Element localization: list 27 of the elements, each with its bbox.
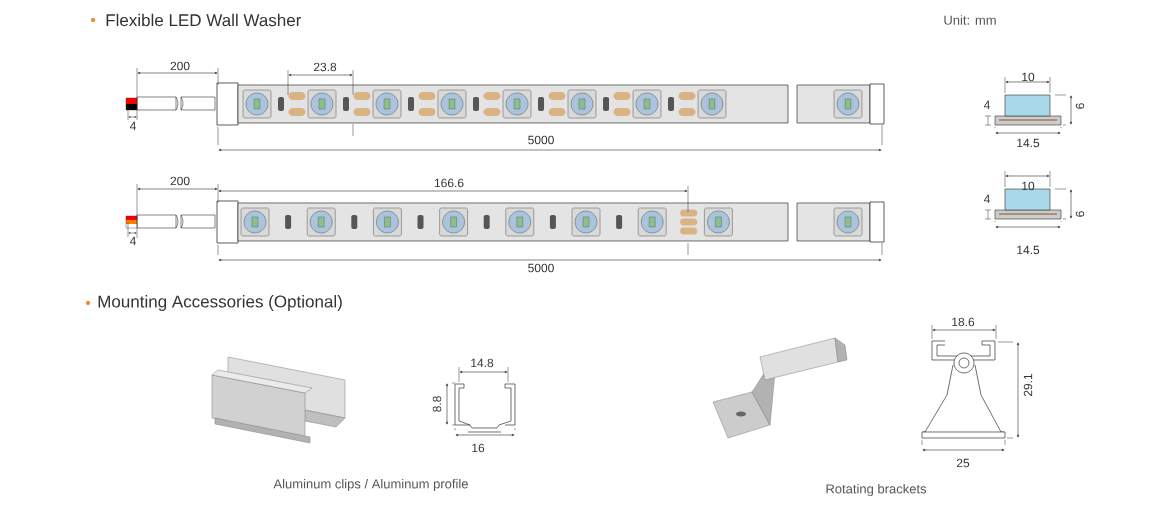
dimension-label: 5000 [528, 135, 554, 145]
dimension-label: 18.6 [952, 317, 975, 327]
dimension-label: 166.6 [434, 178, 464, 188]
dimension-label: 4 [129, 236, 136, 246]
dimension-label: 29.1 [1023, 373, 1033, 397]
dimension-label: 9 [1075, 103, 1085, 109]
dimension-label: 16 [472, 443, 485, 453]
dimension-label: 4 [983, 194, 990, 204]
dimension-label: 14.5 [1017, 138, 1040, 148]
unit-note: Unit: mm [944, 15, 996, 25]
dimension-label: 9 [1075, 211, 1085, 217]
dimension-label: 23.8 [313, 62, 337, 72]
dimension-label: 4 [983, 100, 990, 110]
dimension-label: 200 [170, 176, 190, 186]
dimension-label: 25 [956, 458, 970, 468]
caption: Rotating brackets [826, 483, 927, 497]
dimension-label: 14.8 [471, 358, 494, 368]
section-heading: Mounting Accessories (Optional) [98, 295, 342, 311]
section-heading: Flexible LED Wall Washer [106, 13, 302, 27]
dimension-label: 5000 [528, 263, 554, 273]
dimension-label: 8.8 [432, 396, 442, 412]
dimension-label: 4 [129, 121, 136, 131]
caption: Aluminum clips / Aluminum profile [273, 478, 468, 492]
dimension-label: 10 [1022, 181, 1035, 191]
dimension-label: 14.5 [1017, 245, 1040, 255]
dimension-label: 200 [170, 61, 190, 71]
dimension-label: 10 [1022, 72, 1035, 82]
